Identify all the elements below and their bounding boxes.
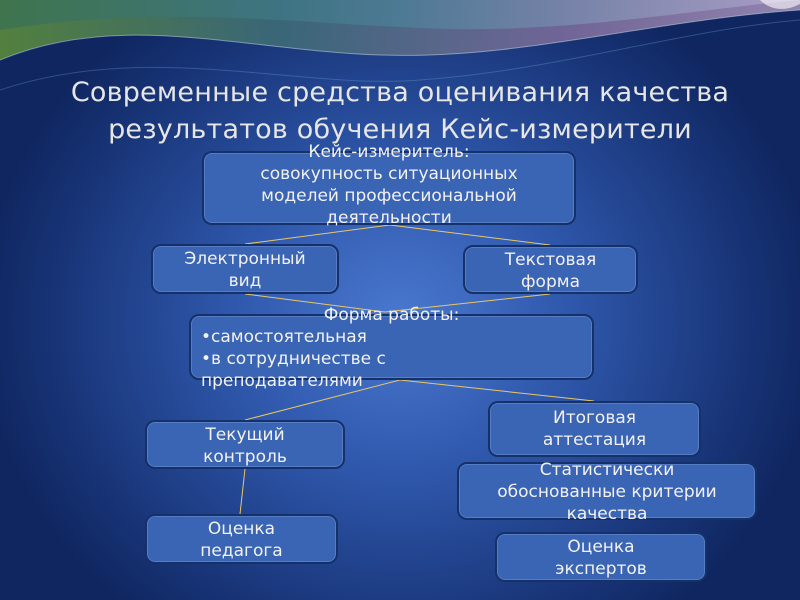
teacher-eval-line-1: Оценка [207,519,276,539]
decorative-wave [0,0,800,91]
case-meter-line-3: моделей профессиональной [261,186,517,206]
electronic-line-1: Электронный [184,249,306,269]
work-form-line-3: •в сотрудничестве с [201,349,386,369]
criteria-line-1: Статистически [539,460,675,480]
case-meter-line-2: совокупность ситуационных [260,164,518,184]
current-control-box: Текущий контроль [145,420,345,469]
electronic-line-2: вид [228,271,262,291]
case-meter-box: Кейс-измеритель: совокупность ситуационн… [202,142,576,228]
electronic-box: Электронный вид [151,244,339,294]
work-form-line-1: Форма работы: [323,305,460,325]
work-form-box: Форма работы: •самостоятельная •в сотруд… [189,305,594,391]
title-line-2: результатов обучения Кейс-измерители [108,114,692,145]
textual-line-1: Текстовая [504,250,597,270]
experts-eval-line-2: экспертов [555,559,647,579]
final-attestation-line-2: аттестация [542,430,647,450]
slide-title: Современные средства оценивания качества… [0,74,800,148]
experts-eval-box: Оценка экспертов [495,532,707,582]
criteria-line-2: обоснованные критерии [497,482,717,502]
case-meter-line-1: Кейс-измеритель: [308,142,470,162]
criteria-box: Статистически обоснованные критерии каче… [457,460,757,524]
final-attestation-line-1: Итоговая [552,408,637,428]
experts-eval-line-1: Оценка [567,537,635,557]
criteria-line-3: качества [566,504,648,524]
case-meter-line-4: деятельности [326,208,452,228]
work-form-line-2: •самостоятельная [201,327,367,347]
current-control-line-2: контроль [203,447,287,467]
final-attestation-box: Итоговая аттестация [488,401,701,457]
current-control-line-1: Текущий [205,425,285,445]
teacher-eval-box: Оценка педагога [145,514,338,564]
textual-box: Текстовая форма [463,245,638,294]
teacher-eval-line-2: педагога [200,541,283,561]
textual-line-2: форма [521,272,580,292]
work-form-line-4: преподавателями [201,371,363,391]
title-line-1: Современные средства оценивания качества [70,77,730,108]
